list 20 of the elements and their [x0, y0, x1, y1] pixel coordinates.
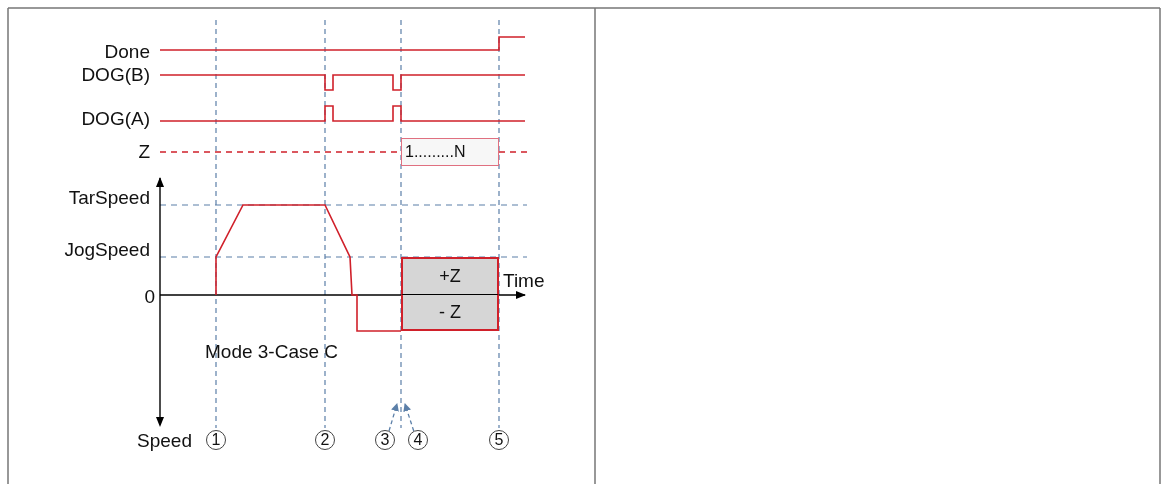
signal-label: DOG(B) — [81, 64, 150, 86]
callout-number: 2 — [315, 430, 335, 450]
axis-tick-label: TarSpeed — [68, 187, 150, 209]
axis-label: Time — [503, 270, 545, 292]
leader-arrow — [403, 403, 415, 432]
search-zone-box: - Z — [401, 295, 499, 331]
leader-arrow — [388, 403, 399, 432]
callout-number: 5 — [489, 430, 509, 450]
signal-label: Z — [138, 141, 150, 163]
caption-text: Mode 3-Case C — [205, 341, 339, 363]
callout-number: 3 — [375, 430, 395, 450]
signal-label: Done — [104, 41, 150, 63]
axis-tick-label: 0 — [144, 286, 155, 308]
axis-tick-label: JogSpeed — [64, 239, 150, 261]
pulse-count-box: 1.........N — [401, 138, 499, 166]
axis-label: Speed — [137, 430, 192, 452]
callout-number: 4 — [408, 430, 428, 450]
callout-number: 1 — [206, 430, 226, 450]
signal-label: DOG(A) — [81, 108, 150, 130]
search-zone-box: +Z — [401, 257, 499, 295]
